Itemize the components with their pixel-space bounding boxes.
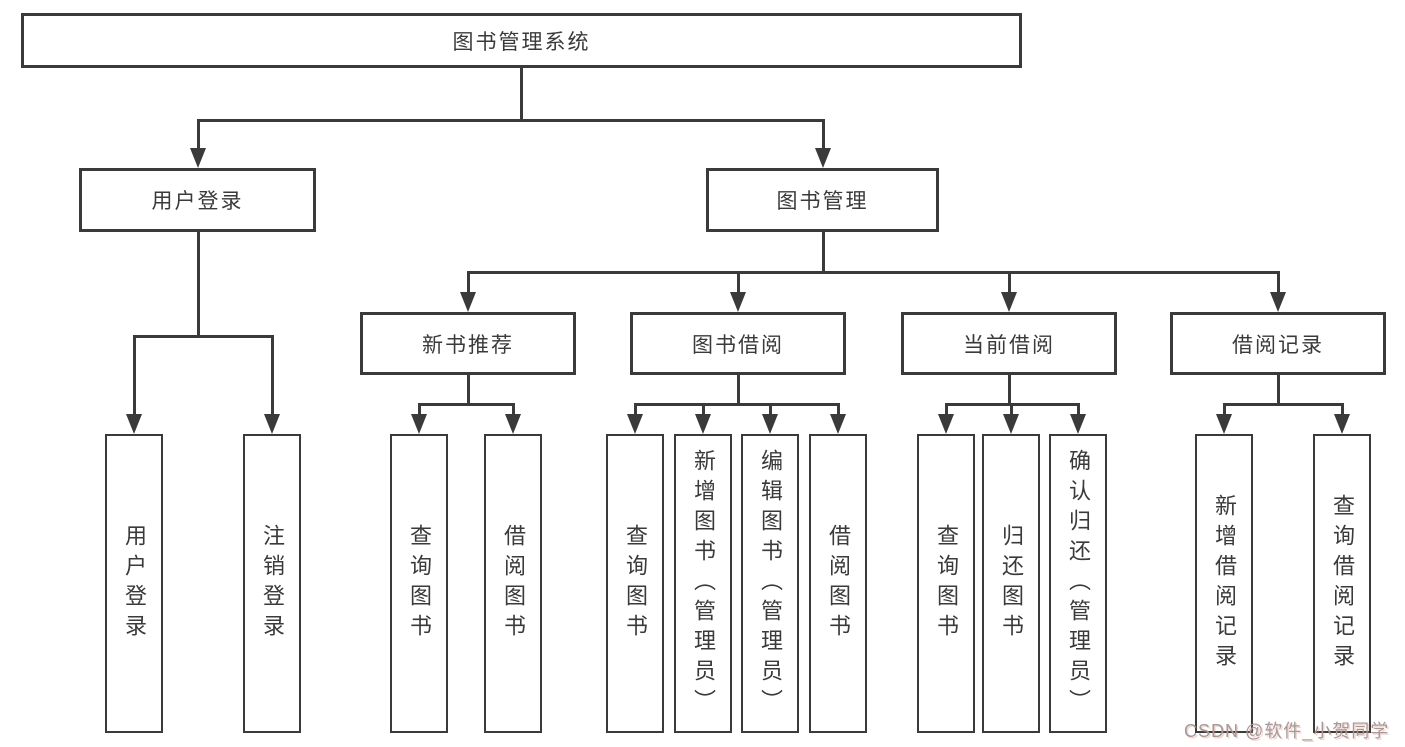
connector-g1-bus [417, 403, 515, 406]
arrow-down-icon [1216, 414, 1232, 434]
connector-user-login-feed [196, 232, 200, 338]
node-new-book-recommend-label: 新书推荐 [422, 333, 514, 357]
connector-g2-bus [633, 403, 840, 406]
node-book-borrow: 图书借阅 [630, 312, 846, 375]
connector-stub-book-mgmt [821, 119, 825, 150]
connector-g1-stub2 [511, 403, 515, 419]
leaf-logout-label: 注销登录 [260, 523, 285, 644]
leaf-return-book: 归还图书 [982, 434, 1040, 733]
arrow-down-icon [1001, 292, 1017, 312]
connector-book-mgmt-feed [821, 232, 825, 274]
arrow-down-icon [460, 292, 476, 312]
leaf-confirm-return-admin-label: 确认归还（管理员） [1066, 448, 1091, 719]
connector-stub-user-login [196, 119, 200, 150]
connector-g1-stub1 [417, 403, 421, 419]
leaf-logout: 注销登录 [243, 434, 301, 733]
node-root-label: 图书管理系统 [452, 30, 591, 54]
connector-g4-feed [1276, 375, 1280, 406]
csdn-watermark: CSDN @软件_小贺同学 [1184, 717, 1389, 743]
leaf-query-book-borrow: 查询图书 [606, 434, 664, 733]
leaf-query-borrow-record-label: 查询借阅记录 [1330, 493, 1355, 674]
connector-g3-stub3 [1076, 403, 1080, 419]
connector-g2-stub1 [633, 403, 637, 419]
leaf-query-book-current-label: 查询图书 [934, 523, 959, 644]
connector-user-login-bus [132, 335, 274, 338]
leaf-add-borrow-record: 新增借阅记录 [1195, 434, 1253, 733]
leaf-borrow-book-recommend-label: 借阅图书 [501, 523, 526, 644]
connector-g4-stub1 [1222, 403, 1226, 419]
node-root: 图书管理系统 [21, 13, 1022, 68]
node-current-borrow-label: 当前借阅 [963, 333, 1055, 357]
arrow-down-icon [126, 414, 142, 434]
arrow-down-icon [830, 414, 846, 434]
connector-book-mgmt-bus [466, 271, 1280, 274]
leaf-add-book-admin-label: 新增图书（管理员） [691, 448, 716, 719]
leaf-borrow-book-recommend: 借阅图书 [484, 434, 542, 733]
connector-stub-current-borrow [1007, 271, 1011, 297]
leaf-query-book-recommend-label: 查询图书 [407, 523, 432, 644]
arrow-down-icon [1003, 414, 1019, 434]
arrow-down-icon [190, 148, 206, 168]
leaf-user-login-label: 用户登录 [122, 523, 147, 644]
node-current-borrow: 当前借阅 [901, 312, 1117, 375]
connector-stub-leaf-logout [270, 335, 274, 419]
connector-stub-borrow-record [1276, 271, 1280, 297]
connector-g2-stub3 [768, 403, 772, 419]
arrow-down-icon [762, 414, 778, 434]
arrow-down-icon [938, 414, 954, 434]
connector-stub-leaf-login [132, 335, 136, 419]
arrow-down-icon [505, 414, 521, 434]
connector-g2-stub4 [836, 403, 840, 419]
leaf-borrow-book: 借阅图书 [809, 434, 867, 733]
node-book-management: 图书管理 [706, 168, 939, 232]
arrow-down-icon [1270, 292, 1286, 312]
node-user-login: 用户登录 [79, 168, 316, 232]
connector-g3-stub2 [1009, 403, 1013, 419]
arrow-down-icon [264, 414, 280, 434]
leaf-query-book-recommend: 查询图书 [390, 434, 448, 733]
node-borrow-record: 借阅记录 [1170, 312, 1386, 375]
node-user-login-label: 用户登录 [151, 190, 244, 213]
leaf-user-login: 用户登录 [105, 434, 163, 733]
leaf-edit-book-admin: 编辑图书（管理员） [741, 434, 799, 733]
connector-g4-stub2 [1340, 403, 1344, 419]
node-new-book-recommend: 新书推荐 [360, 312, 576, 375]
leaf-add-borrow-record-label: 新增借阅记录 [1212, 493, 1237, 674]
node-book-borrow-label: 图书借阅 [692, 333, 784, 357]
arrow-down-icon [695, 414, 711, 434]
leaf-edit-book-admin-label: 编辑图书（管理员） [758, 448, 783, 719]
arrow-down-icon [1070, 414, 1086, 434]
leaf-query-book-current: 查询图书 [917, 434, 975, 733]
connector-root-bus [196, 119, 825, 122]
connector-g2-feed [736, 375, 740, 406]
arrow-down-icon [411, 414, 427, 434]
arrow-down-icon [1334, 414, 1350, 434]
leaf-return-book-label: 归还图书 [999, 523, 1024, 644]
connector-root-feed [519, 68, 523, 121]
connector-g4-bus [1222, 403, 1344, 406]
connector-g1-feed [466, 375, 470, 406]
csdn-watermark-text: CSDN @软件_小贺同学 [1184, 721, 1390, 741]
leaf-query-book-borrow-label: 查询图书 [623, 523, 648, 644]
node-borrow-record-label: 借阅记录 [1232, 333, 1324, 357]
connector-stub-book-borrow [736, 271, 740, 297]
connector-stub-new-book [466, 271, 470, 297]
leaf-query-borrow-record: 查询借阅记录 [1313, 434, 1371, 733]
leaf-add-book-admin: 新增图书（管理员） [674, 434, 732, 733]
arrow-down-icon [627, 414, 643, 434]
connector-g3-feed [1007, 375, 1011, 406]
arrow-down-icon [730, 292, 746, 312]
leaf-confirm-return-admin: 确认归还（管理员） [1049, 434, 1107, 733]
node-book-management-label: 图书管理 [776, 190, 869, 213]
arrow-down-icon [815, 148, 831, 168]
connector-g2-stub2 [701, 403, 705, 419]
connector-g3-stub1 [944, 403, 948, 419]
leaf-borrow-book-label: 借阅图书 [826, 523, 851, 644]
